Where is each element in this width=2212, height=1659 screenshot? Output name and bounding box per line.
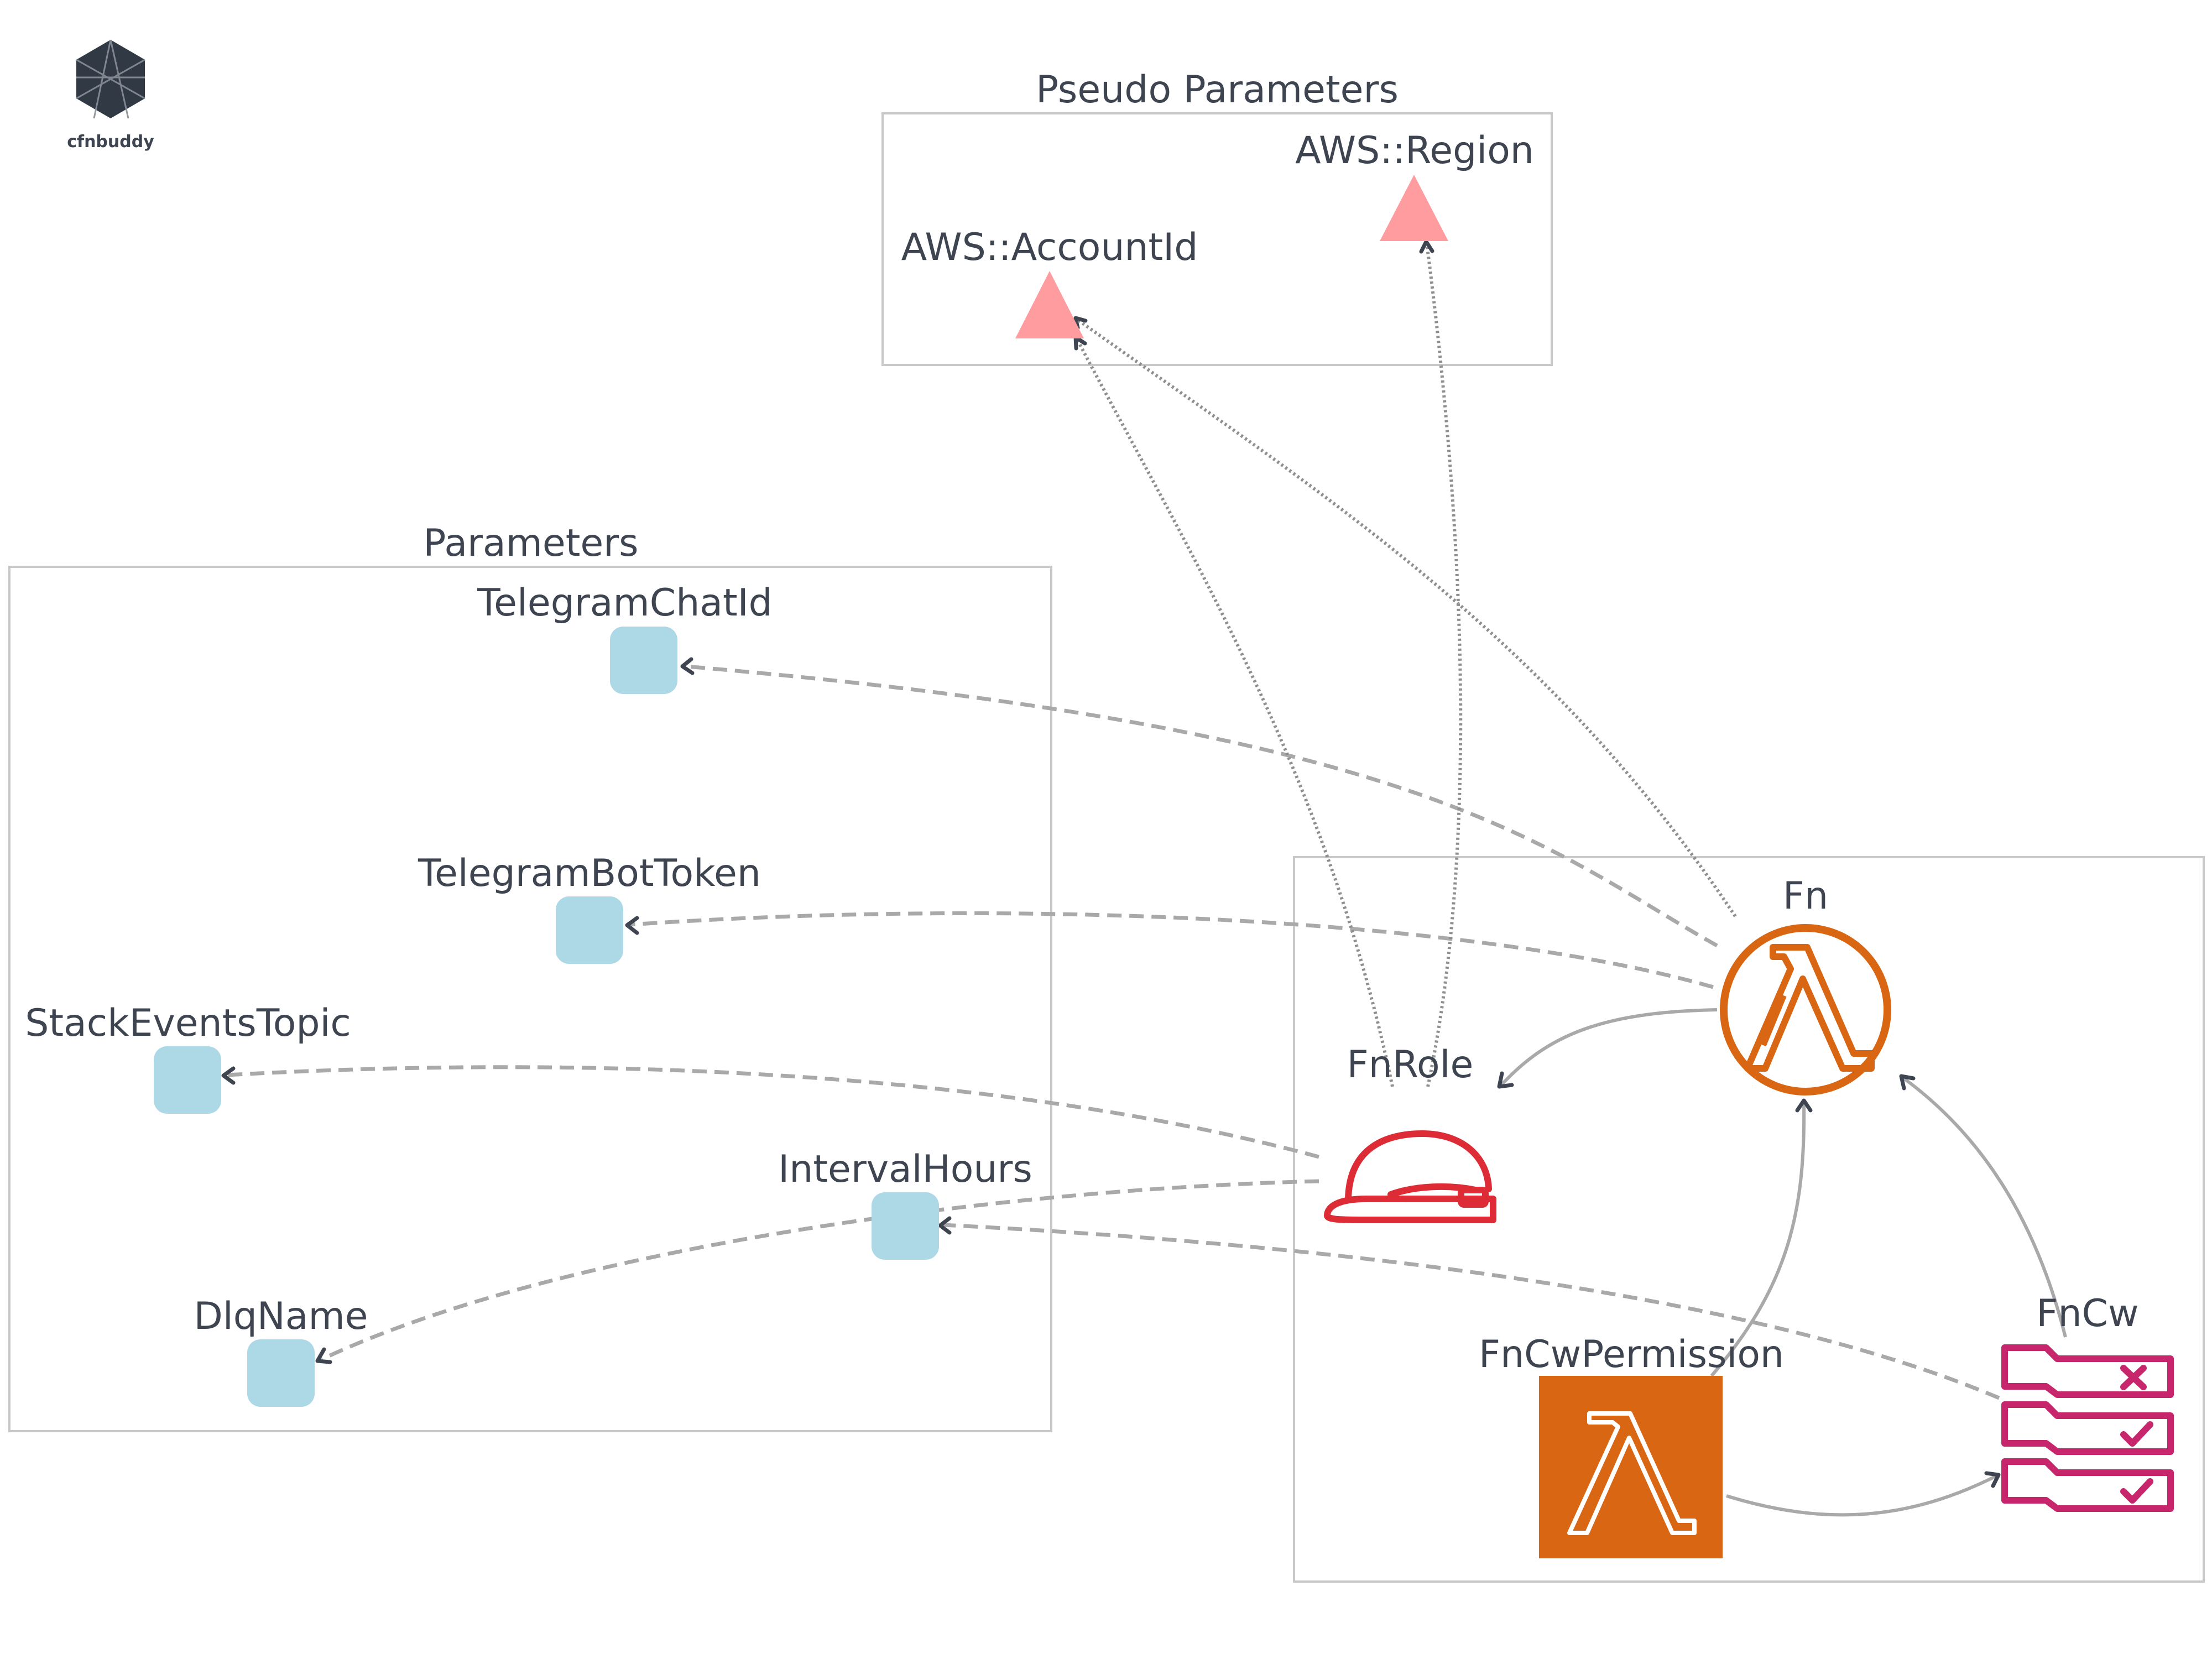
- arrowhead: [1795, 1098, 1813, 1113]
- edge-fnrole-to-dlqname: [321, 1179, 1319, 1361]
- parameter-label: TelegramBotToken: [418, 852, 761, 895]
- parameter-square-icon: [556, 896, 623, 964]
- resource-fncwpermission[interactable]: FnCwPermission: [1479, 1333, 1784, 1558]
- arrowhead: [1497, 1071, 1514, 1089]
- parameter-stackeventstopic[interactable]: StackEventsTopic: [25, 1001, 351, 1114]
- resource-fncw[interactable]: FnCw: [2001, 1292, 2174, 1512]
- pseudo-parameter-label: AWS::AccountId: [901, 226, 1198, 269]
- parameters-title: Parameters: [423, 521, 638, 565]
- resource-label: FnRole: [1347, 1043, 1474, 1087]
- triangle-icon: [1380, 175, 1448, 241]
- arrowhead: [1899, 1074, 1916, 1091]
- edges: [221, 239, 2067, 1517]
- parameter-square-icon: [154, 1046, 221, 1114]
- pseudo-parameters-title: Pseudo Parameters: [1036, 68, 1399, 112]
- lambda-permission-icon: [1539, 1376, 1723, 1558]
- edge-fn-to-fnrole: [1500, 1008, 1718, 1087]
- resources-group: [1293, 856, 2205, 1583]
- pseudo-parameter-accountid[interactable]: AWS::AccountId: [901, 226, 1198, 338]
- lambda-function-icon: [1720, 924, 1891, 1095]
- edge-fncw-to-fn: [1901, 1076, 2067, 1338]
- hexagon-logo-icon: [76, 39, 145, 119]
- arrowhead: [1419, 239, 1434, 254]
- edge-fn-to-accountid: [1076, 317, 1737, 917]
- resources-frame: [1293, 856, 2205, 1583]
- parameter-label: TelegramChatId: [477, 581, 773, 625]
- arrowhead: [1073, 316, 1088, 330]
- logo-text: cfnbuddy: [67, 132, 154, 152]
- parameters-frame: [8, 566, 1052, 1432]
- resource-fn[interactable]: Fn: [1720, 874, 1891, 1095]
- edge-fnrole-to-stackeventstopic: [226, 1065, 1319, 1159]
- arrowhead: [1984, 1471, 2001, 1488]
- edge-fn-to-telegramchatid: [685, 664, 1718, 948]
- pseudo-parameter-label: AWS::Region: [1295, 129, 1534, 173]
- edge-fn-to-telegrambottoken: [630, 911, 1714, 989]
- parameter-label: StackEventsTopic: [25, 1001, 351, 1045]
- edge-fncwpermission-to-fn: [1710, 1101, 1806, 1377]
- parameter-square-icon: [610, 627, 677, 694]
- arrowhead: [315, 1347, 332, 1364]
- parameter-square-icon: [872, 1192, 939, 1260]
- parameter-dlqname[interactable]: DlqName: [194, 1295, 368, 1407]
- edge-fncwpermission-to-fncw: [1726, 1474, 1999, 1517]
- triangle-icon: [1015, 271, 1084, 338]
- resource-label: Fn: [1783, 874, 1828, 918]
- parameter-telegrambottoken[interactable]: TelegramBotToken: [418, 852, 761, 964]
- parameter-label: IntervalHours: [778, 1147, 1032, 1191]
- parameter-telegramchatid[interactable]: TelegramChatId: [477, 581, 773, 694]
- edge-fnrole-to-accountid: [1076, 338, 1394, 1087]
- resource-fnrole[interactable]: FnRole: [1324, 1043, 1496, 1223]
- cfnbuddy-logo: cfnbuddy: [67, 39, 154, 152]
- resource-label: FnCw: [2036, 1292, 2138, 1335]
- arrowhead: [625, 916, 639, 935]
- arrowhead: [938, 1216, 952, 1235]
- pseudo-parameters-group: Pseudo Parameters: [881, 68, 1553, 366]
- eventbridge-rule-icon: [2001, 1344, 2174, 1512]
- iam-role-helmet-icon: [1324, 1130, 1496, 1223]
- parameter-square-icon: [247, 1339, 315, 1407]
- pseudo-parameter-region[interactable]: AWS::Region: [1295, 129, 1534, 241]
- parameters-group: Parameters: [8, 521, 1052, 1432]
- edge-fnrole-to-region: [1425, 243, 1463, 1087]
- arrowhead: [221, 1066, 236, 1085]
- parameter-label: DlqName: [194, 1295, 368, 1338]
- parameter-intervalhours[interactable]: IntervalHours: [778, 1147, 1032, 1260]
- edge-fncw-to-intervalhours: [942, 1223, 2000, 1400]
- pseudo-parameters-frame: [881, 112, 1553, 366]
- resource-label: FnCwPermission: [1479, 1333, 1784, 1376]
- arrowhead: [680, 657, 695, 675]
